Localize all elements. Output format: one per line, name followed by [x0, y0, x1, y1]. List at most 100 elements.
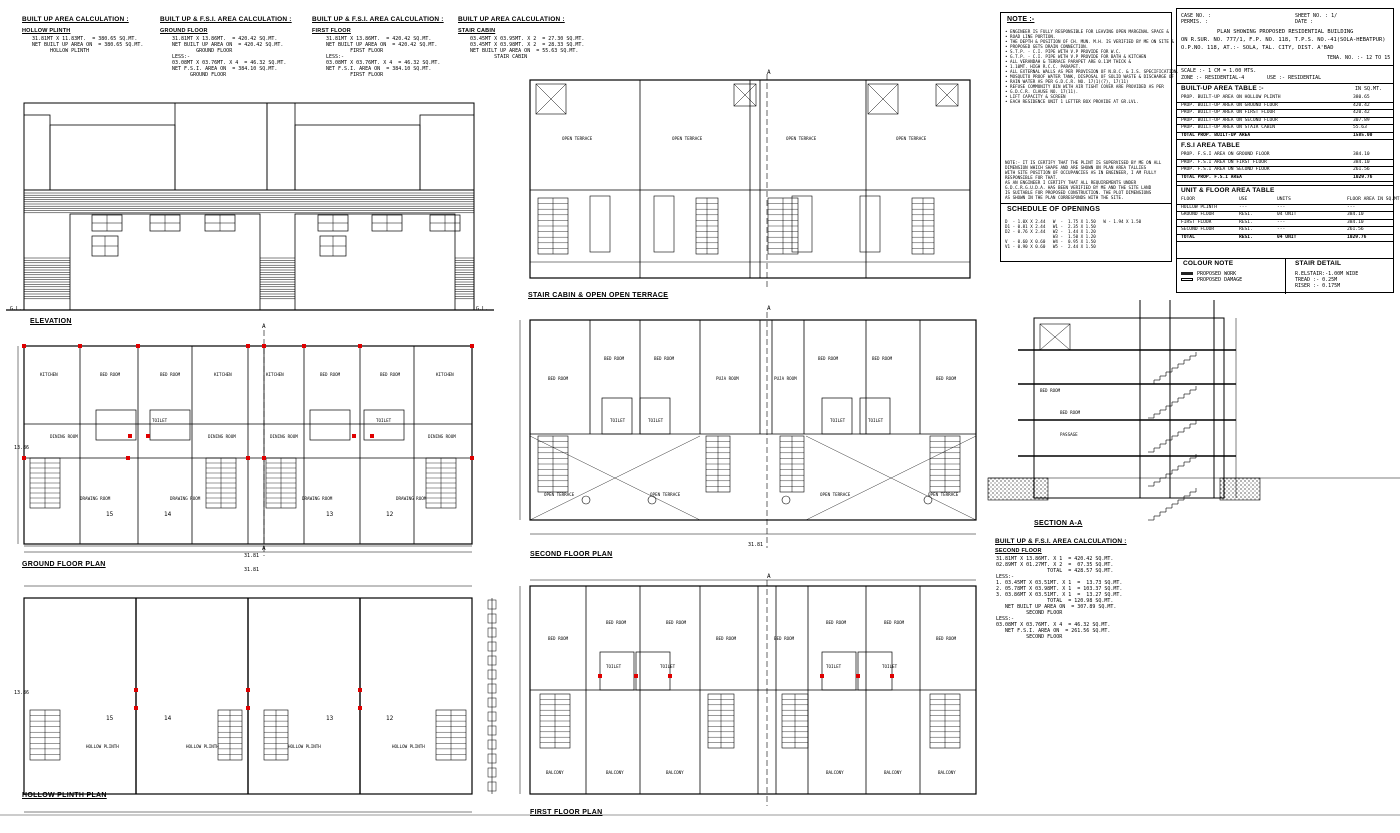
- column-marker: [856, 674, 860, 678]
- calc-line: SECOND FLOOR: [996, 610, 1063, 616]
- shaft-cross: [935, 83, 959, 107]
- room-label: TOILET: [376, 418, 392, 423]
- unit-no: 14: [164, 511, 172, 518]
- table-cell: RESI.: [1239, 219, 1253, 225]
- room-label: PUJA ROOM: [716, 376, 739, 381]
- stair-detail-2: TREAD :- 0.25M: [1295, 277, 1338, 283]
- second-plan-outline: [529, 319, 977, 521]
- note-item: • LIFT CAPACITY & SCREEN: [1005, 94, 1066, 99]
- column-marker: [146, 434, 150, 438]
- table-cell: 307.89: [1353, 117, 1370, 123]
- permis: PERMIS. :: [1181, 19, 1209, 25]
- dimension-tag: [487, 641, 497, 652]
- unit-no: 13: [326, 511, 334, 518]
- column-marker: [358, 344, 362, 348]
- unit-no: 14: [164, 715, 172, 722]
- colour-note-1: PROPOSED WORK: [1197, 271, 1237, 277]
- section-marker: A: [767, 573, 771, 580]
- marker-circle: [781, 495, 791, 505]
- room-label: BED ROOM: [654, 356, 675, 361]
- opening-row: V1 - 0.90 X 0.60 W5 - 2.44 X 1.50: [1005, 244, 1096, 249]
- title-line-2: ON R.SUR. NO. 777/1, F.P. NO. 118, T.P.S…: [1181, 37, 1386, 43]
- caption-elevation: ELEVATION: [30, 318, 72, 325]
- calc-line: 03.08MT X 03.76MT. X 4 = 46.32 SQ.MT.: [326, 60, 441, 66]
- toilet-block: [601, 397, 633, 435]
- column-marker: [128, 434, 132, 438]
- open-terrace-cross: [805, 435, 977, 521]
- column-marker: [820, 674, 824, 678]
- certificate-line: RESPONSIBLE FOR THAT.: [1005, 175, 1058, 180]
- calc-line: FIRST FLOOR: [326, 48, 384, 54]
- date: DATE :: [1295, 19, 1314, 25]
- certificate-text: NOTE:- IT IS CERTIFY THAT THE PLINT IS S…: [1005, 160, 1161, 200]
- note-item: • G.D.C.R. CLAUSE NO. 17(11).: [1005, 89, 1079, 94]
- stair-cabin: [791, 195, 813, 253]
- overall-width-ground: 31.81: [244, 553, 260, 559]
- scale: SCALE :- 1 CM = 1.00 MTS.: [1181, 68, 1257, 74]
- room-label: OPEN TERRACE: [928, 492, 959, 497]
- table-cell: 380.65: [1353, 95, 1370, 100]
- room-label: HOLLOW PLINTH: [186, 744, 219, 749]
- table-cell: ---: [1277, 219, 1286, 225]
- column-marker: [634, 674, 638, 678]
- dimension-tag: [487, 627, 497, 638]
- calc-line: 31.81MT X 11.83MT. = 380.65 SQ.MT.: [32, 36, 138, 42]
- note-item: • ENGINEER IS FULLY RESPONSIBLE FOR LEAV…: [1005, 29, 1169, 34]
- column-marker: [262, 344, 266, 348]
- open-terrace-cross: [529, 435, 701, 521]
- room-label: TOILET: [830, 418, 846, 423]
- table-cell: TOTAL: [1181, 234, 1195, 240]
- calc-lines-hollow: 31.81MT X 11.83MT. = 380.65 SQ.MT.NET BU…: [32, 36, 143, 54]
- dimension-tag: [487, 613, 497, 624]
- marker-circle: [647, 495, 657, 505]
- table-cell: HOLLOW PLINTH: [1181, 204, 1217, 210]
- toilet-block: [635, 651, 671, 691]
- certificate-line: WITH SITE POSITION OF OCCUPANCIES AS IN …: [1005, 170, 1157, 175]
- room-label: TOILET: [648, 418, 664, 423]
- note-item: • G.T.P. - C.I. PIPE WITH V.P PROVIDE FO…: [1005, 54, 1147, 59]
- calc-line: TOTAL = 120.98 SQ.MT.: [996, 598, 1114, 604]
- table-cell: 384.10: [1353, 152, 1370, 157]
- gl-label: G.L.: [10, 306, 23, 312]
- room-label: DINING ROOM: [208, 434, 236, 439]
- room-label: TOILET: [826, 664, 842, 669]
- column-marker: [246, 456, 250, 460]
- room-label: BED ROOM: [826, 620, 847, 625]
- table-cell: 1029.76: [1347, 234, 1367, 240]
- calc-sub-first: FIRST FLOOR: [312, 28, 351, 34]
- room-label: BED ROOM: [1060, 410, 1081, 415]
- table-cell: USE: [1239, 197, 1248, 202]
- room-label: DRAWING ROOM: [302, 496, 333, 501]
- calc-line: 2. 05.78MT X 03.98MT. X 1 = 103.37 SQ.MT…: [996, 586, 1123, 592]
- elevation-block: [49, 124, 176, 191]
- room-label: PASSAGE: [1060, 432, 1078, 437]
- calc-lines-ground: 31.81MT X 13.86MT. = 420.42 SQ.MT.NET BU…: [172, 36, 286, 78]
- section-marker: A: [262, 323, 266, 330]
- table-row: PROP. F.S.I AREA ON SECOND FLOOR 261.56: [1177, 166, 1393, 175]
- table-cell: PROP. F.S.I AREA ON SECOND FLOOR: [1181, 167, 1270, 172]
- table-cell: 261.56: [1353, 167, 1370, 172]
- room-label: OPEN TERRACE: [820, 492, 851, 497]
- column-marker: [302, 344, 306, 348]
- table-cell: RESI.: [1239, 212, 1253, 217]
- room-label: BALCONY: [826, 770, 844, 775]
- room-label: TOILET: [660, 664, 676, 669]
- room-label: TOILET: [610, 418, 626, 423]
- toilet-block: [149, 409, 191, 441]
- room-label: BALCONY: [884, 770, 902, 775]
- divider: [1177, 185, 1393, 186]
- calc-line: 03.08MT X 03.76MT. X 4 = 46.32 SQ.MT.: [996, 622, 1111, 628]
- table-cell: PROP. BUILT-UP AREA ON SECOND FLOOR: [1181, 117, 1278, 123]
- opening-row: D1 - 0.81 X 2.44 W1 - 2.35 X 1.50: [1005, 224, 1096, 229]
- room-label: BED ROOM: [548, 376, 569, 381]
- dimension-tag: [487, 655, 497, 666]
- notes-title: NOTE :-: [1007, 16, 1035, 23]
- table-cell: ---: [1239, 204, 1248, 210]
- table-cell: PROP. F.S.I AREA ON FIRST FLOOR: [1181, 159, 1267, 165]
- calc-line: LESS:-: [996, 616, 1015, 622]
- table-cell: RESI.: [1239, 234, 1253, 240]
- table-cell: PROP. BUILT-UP AREA ON HOLLOW PLINTH: [1181, 95, 1281, 100]
